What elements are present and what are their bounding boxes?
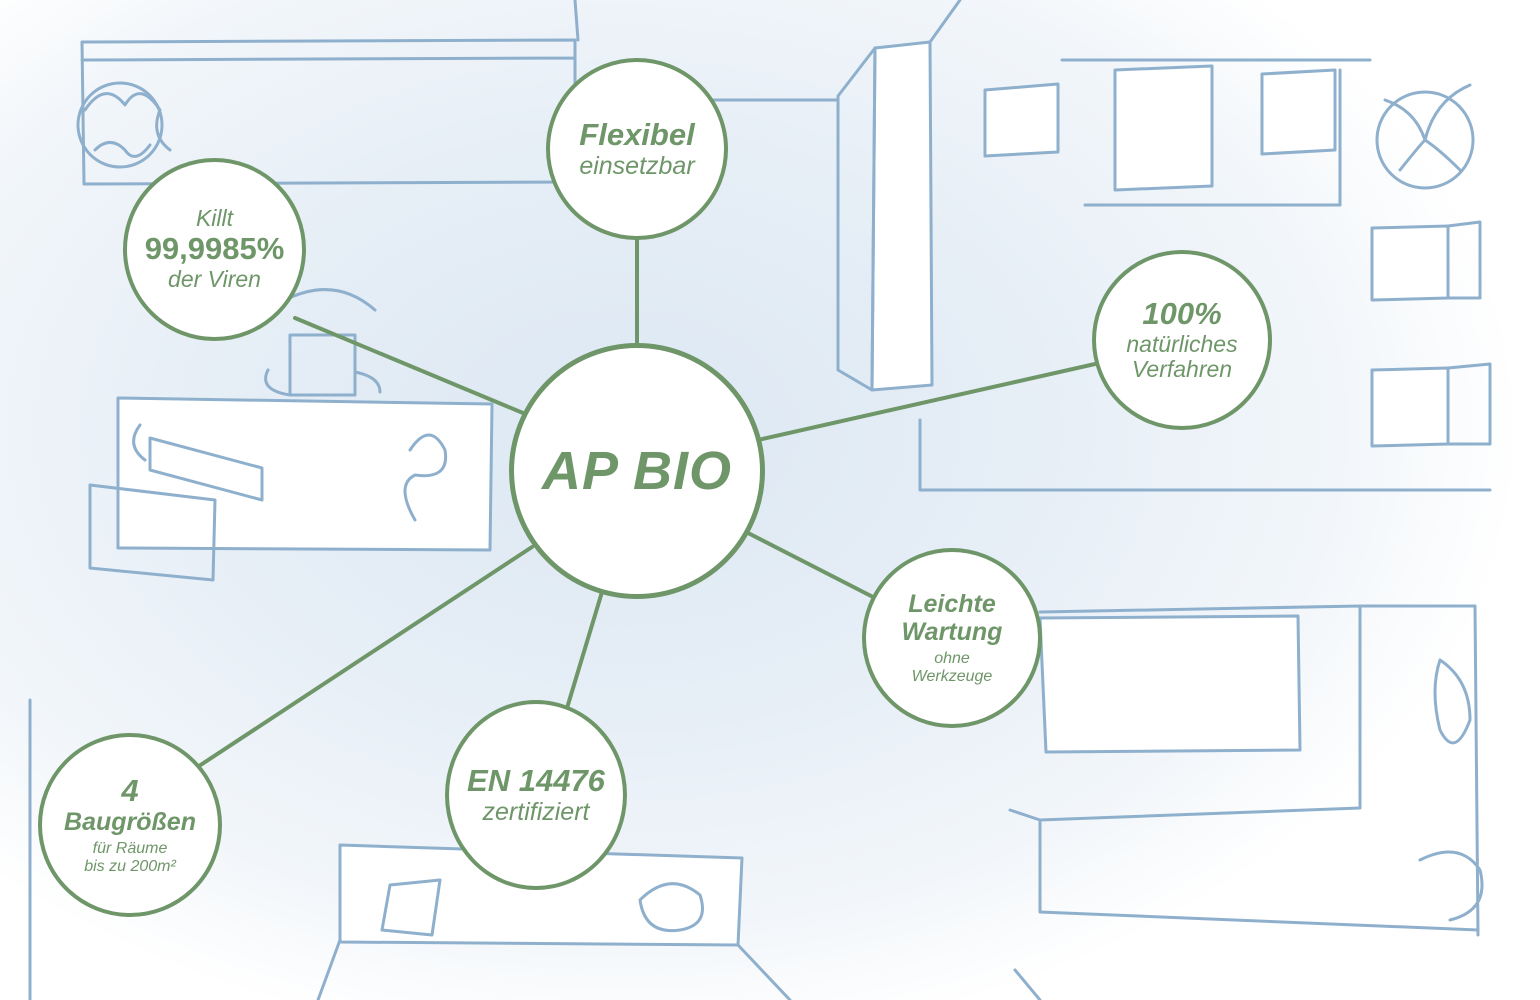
center-node: AP BIO [509,343,765,599]
center-title: AP BIO [541,440,733,501]
node-en: EN 14476 zertifiziert [445,700,627,890]
sketch-chair-1 [983,82,1060,158]
killt-value: 99,9985% [144,231,285,267]
sketch-plant-topright [1375,90,1475,190]
wartung-line2: Wartung [901,618,1003,647]
sketch-chair-2 [1113,64,1214,192]
en-subtitle: zertifiziert [482,798,590,827]
wartung-line3: ohne [934,650,970,668]
natuerlich-line2: Verfahren [1131,356,1233,383]
sketch-desk [116,396,494,552]
bau-line2: für Räume [92,840,168,858]
killt-line1: Killt [195,205,234,232]
killt-line2: der Viren [168,265,261,292]
wartung-line4: Werkzeuge [911,668,993,685]
bau-value: 4 [121,772,139,808]
sketch-chair-top [264,288,382,397]
sketch-sofa [1008,604,1484,1000]
bau-line1: Baugrößen [64,808,196,837]
connector-natuerlich [756,362,1097,442]
connector-wartung [746,531,875,599]
natuerlich-value: 100% [1142,295,1222,331]
connector-killt [293,316,525,415]
bau-line3: bis zu 200m² [84,858,176,876]
sketch-chair-3 [1260,68,1337,156]
en-title: EN 14476 [467,762,605,798]
node-flexibel: Flexibel einsetzbar [546,58,728,240]
wartung-line1: Leichte [908,590,996,619]
node-wartung: Leichte Wartung ohne Werkzeuge [862,548,1042,728]
sketch-sofa-cushion [1038,614,1302,754]
sketch-plant-topleft [76,81,164,169]
node-baugroessen: 4 Baugrößen für Räume bis zu 200m² [38,733,222,917]
natuerlich-line1: natürliches [1126,330,1238,357]
connector-bau [194,545,534,770]
connector-en [562,590,604,720]
flexibel-title: Flexibel [579,116,695,152]
node-killt: Killt 99,9985% der Viren [123,158,306,341]
flexibel-subtitle: einsetzbar [579,152,695,181]
node-natuerlich: 100% natürliches Verfahren [1092,250,1272,430]
